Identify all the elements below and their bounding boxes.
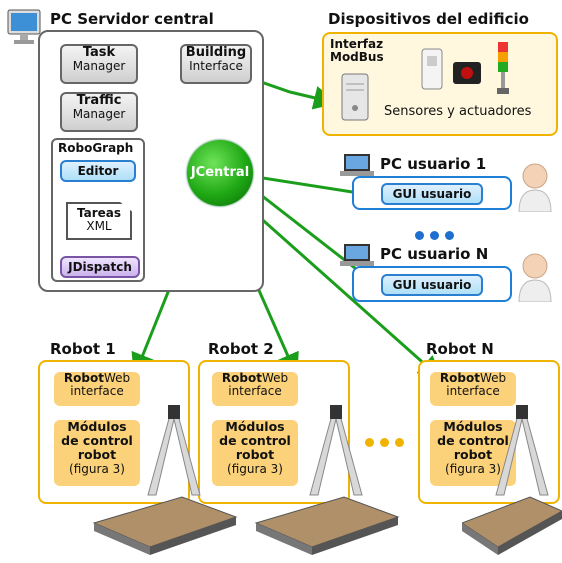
robot-n-illustration: [462, 405, 562, 555]
task-manager-normal: Manager: [72, 58, 126, 73]
building-interface-box: Building Interface: [180, 44, 252, 84]
signal-tower-icon: [494, 40, 512, 96]
modbus-server-icon: [340, 72, 370, 122]
robot-2-modules: Módulos de control robot (figura 3): [212, 420, 298, 486]
traffic-manager-normal: Manager: [72, 106, 126, 121]
robot-1-modules: Módulos de control robot (figura 3): [54, 420, 140, 486]
arrow-to-robot-n: [237, 196, 443, 380]
user-pc-1-gui: GUI usuario: [381, 183, 483, 205]
task-manager-bold: Task: [82, 45, 116, 60]
editor-box: Editor: [60, 160, 136, 182]
server-monitor-icon: [6, 8, 42, 46]
robot-2-mod-l1: Módulos: [225, 419, 285, 434]
robot-n-web-bold: Robot: [439, 371, 480, 385]
robot-2-illustration: [254, 405, 400, 555]
robot-1-mod-l1: Módulos: [67, 419, 127, 434]
building-interface-bold: Building: [185, 45, 247, 60]
robots-ellipsis: [362, 432, 407, 451]
sensors-label: Sensores y actuadores: [384, 104, 532, 119]
user-pc-1-laptop-icon: [340, 152, 374, 178]
robot-1-illustration: [92, 405, 238, 555]
user-pc-1-title: PC usuario 1: [380, 155, 487, 173]
user-n-avatar: [515, 250, 555, 303]
robot-2-web-line2: interface: [228, 384, 282, 399]
robot-2-mod-l4: (figura 3): [227, 461, 283, 476]
task-manager-box: Task Manager: [60, 44, 138, 84]
camera-icon: [452, 60, 482, 86]
robot-2-title: Robot 2: [208, 340, 274, 358]
robograph-title: RoboGraph: [58, 141, 134, 155]
server-title: PC Servidor central: [50, 10, 214, 28]
user-pc-n-box: [352, 266, 512, 302]
jcentral-node: JCentral: [187, 140, 253, 206]
robot-1-mod-l4: (figura 3): [69, 461, 125, 476]
robot-n-mod-l4: (figura 3): [445, 461, 501, 476]
jdispatch-box: JDispatch: [60, 256, 140, 278]
tareas-doc: Tareas XML: [66, 202, 132, 240]
robot-n-mod-l1: Módulos: [443, 419, 503, 434]
robot-2-web-rest: Web: [261, 371, 289, 385]
modbus-label: Interfaz ModBus: [330, 37, 384, 65]
robot-n-web-rest: Web: [479, 371, 507, 385]
robot-1-title: Robot 1: [50, 340, 116, 358]
robot-n-web-line2: interface: [446, 384, 500, 399]
robot-1-web-bold: Robot: [63, 371, 104, 385]
tareas-normal: XML: [86, 218, 112, 233]
modbus-line2: ModBus: [330, 50, 384, 65]
robot-1-web-interface: RobotWeb interface: [54, 371, 140, 406]
robot-1-web-rest: Web: [103, 371, 131, 385]
robot-1-web-line2: interface: [70, 384, 124, 399]
modbus-line1: Interfaz: [330, 37, 384, 51]
tareas-bold: Tareas: [76, 206, 122, 220]
traffic-manager-box: Traffic Manager: [60, 92, 138, 132]
robot-2-mod-l3: robot: [235, 447, 275, 463]
user-pcs-ellipsis: [412, 225, 457, 244]
robot-n-mod-l3: robot: [453, 447, 493, 463]
user-pc-n-title: PC usuario N: [380, 245, 489, 263]
sensor-icon: [421, 48, 443, 90]
user-1-avatar: [515, 160, 555, 213]
user-pc-n-gui: GUI usuario: [381, 274, 483, 296]
building-devices-title: Dispositivos del edificio: [328, 10, 529, 28]
traffic-manager-bold: Traffic: [76, 93, 122, 108]
user-pc-n-laptop-icon: [340, 242, 374, 268]
robot-n-mod-l2: de control: [437, 433, 509, 449]
robot-2-web-interface: RobotWeb interface: [212, 371, 298, 406]
robot-2-web-bold: Robot: [221, 371, 262, 385]
building-interface-normal: Interface: [189, 58, 243, 73]
robot-1-mod-l2: de control: [61, 433, 133, 449]
robot-2-mod-l2: de control: [219, 433, 291, 449]
robot-1-mod-l3: robot: [77, 447, 117, 463]
robot-n-web-interface: RobotWeb interface: [430, 371, 516, 406]
robot-n-title: Robot N: [426, 340, 494, 358]
